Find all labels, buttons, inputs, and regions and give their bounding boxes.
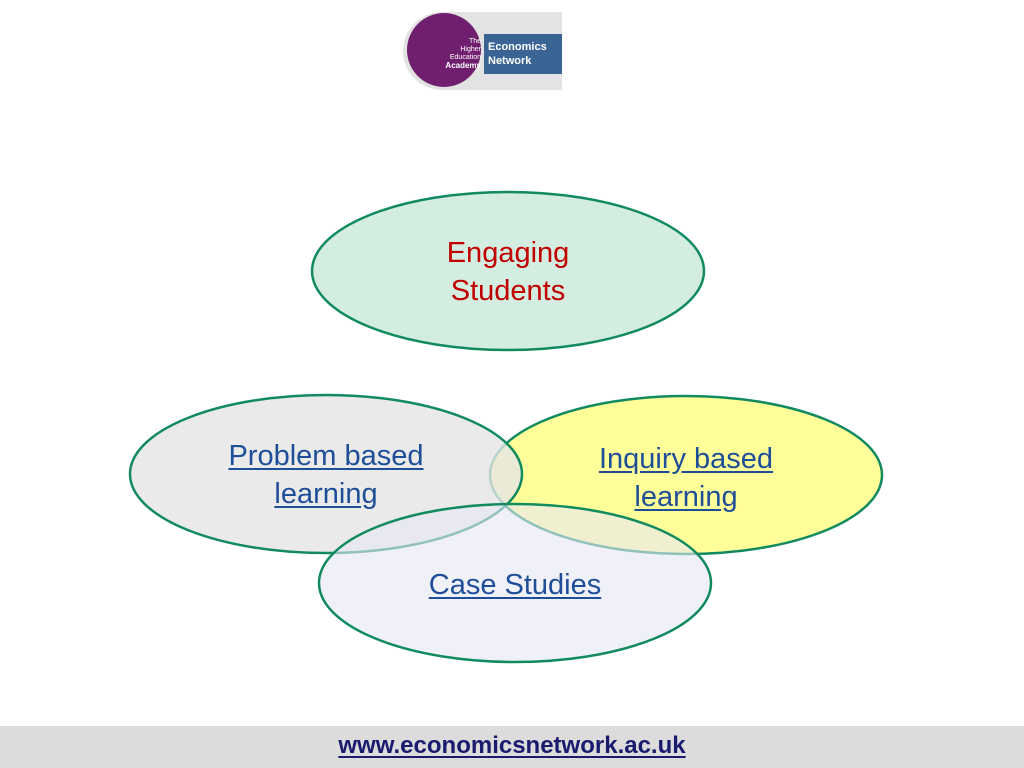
svg-text:Economics: Economics (488, 41, 547, 53)
svg-text:Academy: Academy (445, 61, 481, 70)
inquiry-based-line2: learning (634, 481, 738, 513)
footer-url-link[interactable]: www.economicsnetwork.ac.uk (338, 732, 686, 759)
problem-based-line2: learning (274, 478, 378, 510)
engaging-students-line2: Students (450, 275, 566, 307)
case-studies-link[interactable]: Case Studies (365, 566, 665, 604)
svg-text:The: The (469, 38, 481, 45)
footer-bar: www.economicsnetwork.ac.uk (0, 726, 1024, 768)
venn-diagram (128, 190, 884, 664)
inquiry-based-line1: Inquiry based (598, 443, 774, 475)
svg-text:Education: Education (450, 54, 481, 61)
case-studies-ellipse (317, 502, 713, 664)
svg-text:Network: Network (488, 55, 532, 67)
problem-based-learning-link[interactable]: Problem based learning (176, 437, 476, 513)
svg-text:Higher: Higher (460, 46, 481, 53)
problem-based-line1: Problem based (228, 440, 424, 472)
economics-network-logo: The Higher Education Academy Economics N… (403, 12, 562, 90)
inquiry-based-learning-link[interactable]: Inquiry based learning (536, 440, 836, 516)
engaging-students-label: Engaging Students (358, 234, 658, 310)
case-studies-line1: Case Studies (428, 569, 602, 601)
engaging-students-ellipse (310, 190, 706, 352)
engaging-students-line1: Engaging (446, 237, 570, 269)
